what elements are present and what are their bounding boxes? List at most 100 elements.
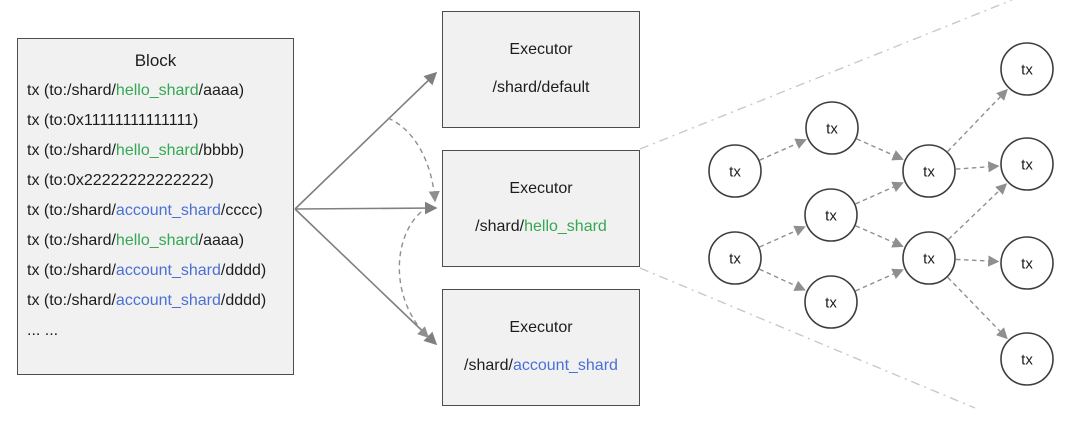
executor-box-account-shard: Executor /shard/account_shard: [442, 289, 640, 406]
dag-edge: [759, 138, 807, 161]
tx-node-label: tx: [826, 121, 838, 138]
block-tx-line: ... ...: [27, 316, 293, 346]
text-segment: account_shard: [115, 202, 221, 219]
executor-box-default: Executor /shard/default: [442, 11, 640, 128]
tx-node-circle: [1000, 137, 1054, 191]
tx-3: tx: [805, 101, 859, 155]
dag-edge: [856, 138, 904, 161]
tx-2: tx: [708, 231, 762, 285]
tx-9: tx: [1000, 137, 1054, 191]
dag-edge: [855, 225, 904, 248]
dag-edge: [855, 268, 904, 292]
executor-path: /shard/default: [493, 79, 590, 97]
tx-6: tx: [902, 144, 956, 198]
executor-title: Executor: [509, 180, 573, 197]
text-segment: tx (to:/shard/: [27, 262, 116, 279]
executor-title: Executor: [509, 41, 573, 58]
text-segment: /dddd): [220, 262, 267, 279]
text-segment: hello_shard: [524, 218, 607, 235]
tx-node-circle: [804, 275, 858, 329]
dag-edge: [947, 276, 1008, 340]
tx-node-label: tx: [825, 295, 837, 312]
tx-node-circle: [1000, 42, 1054, 96]
tx-4: tx: [804, 188, 858, 242]
tx-11: tx: [1000, 332, 1054, 386]
text-segment: account_shard: [115, 262, 221, 279]
block-box: Block tx (to:/shard/hello_shard/aaaa)tx …: [17, 38, 294, 375]
tx-node-label: tx: [923, 164, 935, 181]
text-segment: tx (to:0x22222222222222): [27, 172, 214, 189]
text-segment: /shard/default: [492, 79, 590, 96]
text-segment: account_shard: [512, 357, 618, 374]
zoom-guide-line-bottom: [639, 267, 976, 409]
tx-node-label: tx: [1021, 62, 1033, 79]
block-tx-line: tx (to:/shard/account_shard/dddd): [27, 256, 293, 286]
dag-edge: [759, 268, 806, 291]
tx-node-label: tx: [825, 208, 837, 225]
block-tx-line: tx (to:/shard/hello_shard/aaaa): [27, 76, 293, 106]
text-segment: /dddd): [220, 292, 267, 309]
dag-edge: [948, 183, 1008, 240]
text-segment: ... ...: [27, 322, 59, 339]
tx-node-circle: [708, 144, 762, 198]
text-segment: account_shard: [115, 292, 221, 309]
dag-edge: [855, 181, 904, 205]
block-tx-line: tx (to:/shard/hello_shard/bbbb): [27, 136, 293, 166]
order-arc-top-to-middle: [387, 117, 440, 203]
block-tx-line: tx (to:0x11111111111111): [27, 106, 293, 136]
text-segment: /shard/: [475, 218, 525, 235]
text-segment: tx (to:/shard/: [27, 232, 116, 249]
tx-node-label: tx: [729, 251, 741, 268]
tx-node-label: tx: [923, 251, 935, 268]
text-segment: tx (to:/shard/: [27, 142, 116, 159]
text-segment: /cccc): [220, 202, 263, 219]
text-segment: hello_shard: [115, 82, 199, 99]
block-tx-line: tx (to:/shard/hello_shard/aaaa): [27, 226, 293, 256]
text-segment: /shard/: [464, 357, 513, 374]
tx-node-circle: [1000, 236, 1054, 290]
text-segment: tx (to:/shard/: [27, 292, 116, 309]
tx-10: tx: [1000, 236, 1054, 290]
dag-edge: [955, 255, 1000, 267]
text-segment: /aaaa): [198, 232, 245, 249]
block-to-executor-account-shard-arrow: [294, 208, 438, 346]
executor-title: Executor: [509, 319, 573, 336]
tx-node-circle: [708, 231, 762, 285]
tx-node-circle: [805, 101, 859, 155]
dag-edge: [955, 161, 1000, 173]
block-tx-line: tx (to:0x22222222222222): [27, 166, 293, 196]
tx-5: tx: [804, 275, 858, 329]
tx-node-circle: [902, 231, 956, 285]
tx-node-label: tx: [1021, 157, 1033, 174]
text-segment: tx (to:0x11111111111111): [27, 112, 199, 129]
executor-box-hello-shard: Executor /shard/hello_shard: [442, 150, 640, 267]
text-segment: tx (to:/shard/: [27, 202, 116, 219]
executor-path: /shard/account_shard: [464, 357, 618, 375]
tx-dag: tx tx tx tx tx tx tx tx tx tx tx: [708, 42, 1054, 386]
tx-node-label: tx: [729, 164, 741, 181]
tx-7: tx: [902, 231, 956, 285]
dag-edge: [759, 225, 806, 248]
text-segment: /aaaa): [198, 82, 245, 99]
tx-8: tx: [1000, 42, 1054, 96]
text-segment: hello_shard: [115, 142, 199, 159]
text-segment: /bbbb): [198, 142, 245, 159]
dag-edge: [947, 88, 1008, 152]
tx-node-circle: [804, 188, 858, 242]
block-title: Block: [134, 51, 177, 70]
block-tx-line: tx (to:/shard/account_shard/dddd): [27, 286, 293, 316]
text-segment: hello_shard: [115, 232, 199, 249]
tx-1: tx: [708, 144, 762, 198]
tx-node-circle: [1000, 332, 1054, 386]
zoom-guide-line-top: [639, 0, 1013, 150]
block-transaction-list: tx (to:/shard/hello_shard/aaaa)tx (to:0x…: [18, 76, 293, 346]
order-arc-middle-to-bottom: [398, 211, 430, 338]
executor-path: /shard/hello_shard: [475, 218, 607, 236]
block-to-executor-hello-shard-arrow: [294, 201, 438, 215]
tx-node-circle: [902, 144, 956, 198]
tx-node-label: tx: [1021, 256, 1033, 273]
block-tx-line: tx (to:/shard/account_shard/cccc): [27, 196, 293, 226]
block-to-executor-default-arrow: [294, 71, 438, 210]
text-segment: tx (to:/shard/: [27, 82, 116, 99]
